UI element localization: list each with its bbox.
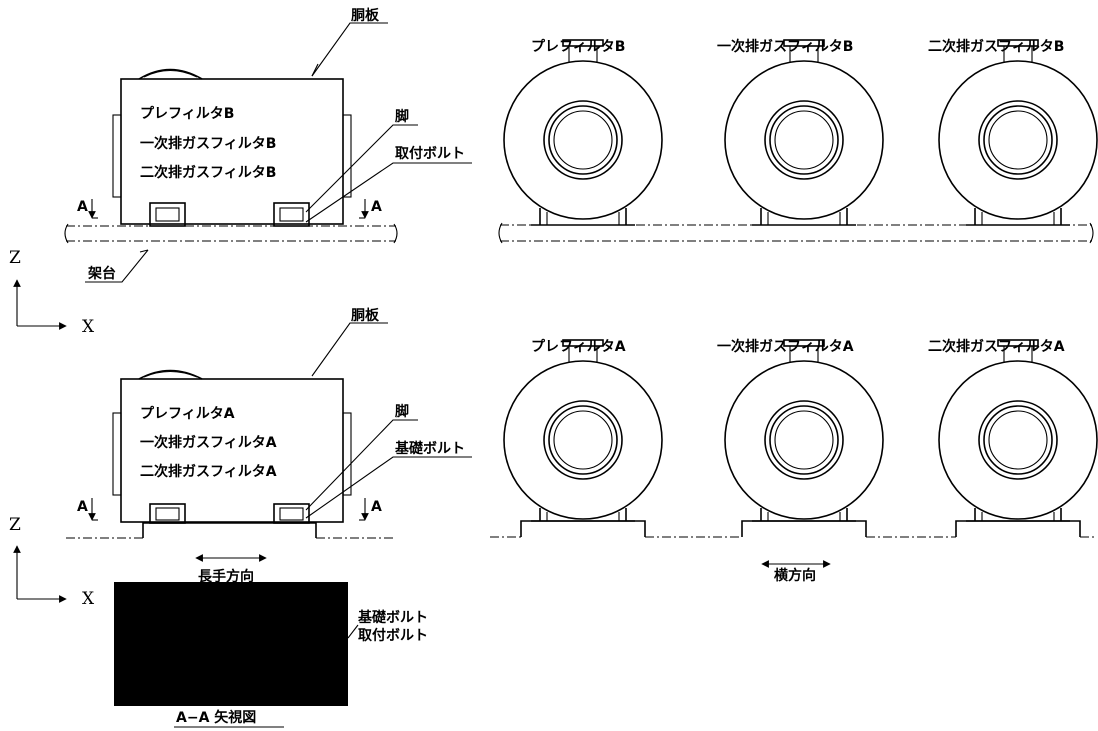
front-views-b [498,222,1094,244]
svg-text:X: X [82,317,95,337]
section-mark-left-b: A [77,199,88,215]
svg-text:Z: Z [9,248,21,268]
front-label-a-2: 一次排ガスフィルタA [717,338,854,355]
side-view-b: 胴板 プレフィルタB 一次排ガスフィルタB 二次排ガスフィルタB 脚 取付ボルト… [64,7,472,283]
side-nozzle-left-a [112,412,122,496]
front-vessel-a-1 [503,339,663,537]
side-nozzle-right-b [342,114,352,198]
section-view-aa: 基礎ボルト 取付ボルト A−A 矢視図 [114,582,428,728]
svg-text:X: X [82,589,95,609]
transverse-label: 横方向 [774,567,816,584]
leg-left-b [149,202,186,227]
side-nozzle-left-b [112,114,122,198]
section-mark-right-a: A [371,499,382,515]
side-view-a: 胴板 プレフィルタA 一次排ガスフィルタA 二次排ガスフィルタA 脚 基礎ボルト… [66,307,472,585]
front-label-a-3: 二次排ガスフィルタA [928,338,1065,355]
section-bolt-label-2: 取付ボルト [358,627,428,644]
front-vessel-a-3 [938,339,1098,537]
axis-triad-2: Z X [9,515,95,609]
section-view-block [114,582,348,706]
frame-label: 架台 [87,265,116,282]
shell-label-a: 胴板 [351,307,380,324]
front-label-b-2: 一次排ガスフィルタB [717,38,853,55]
front-label-b-1: プレフィルタB [531,39,625,55]
body-line-b-3: 二次排ガスフィルタB [140,164,276,181]
leg-label-a: 脚 [395,404,409,420]
svg-text:Z: Z [9,515,21,535]
side-nozzle-right-a [342,412,352,496]
section-mark-left-a: A [77,499,88,515]
foundation-a [142,522,317,538]
front-label-a-1: プレフィルタA [531,339,626,355]
body-line-a-2: 一次排ガスフィルタA [140,434,277,451]
longitudinal-label: 長手方向 [198,568,254,585]
shell-label-b: 胴板 [351,7,380,24]
front-label-b-3: 二次排ガスフィルタB [928,38,1064,55]
axis-triad-1: Z X [9,248,95,337]
body-line-a-1: プレフィルタA [140,406,235,422]
section-mark-right-b: A [371,199,382,215]
bolt-label-b: 取付ボルト [395,145,465,162]
front-vessel-b-3 [938,39,1098,226]
body-line-b-1: プレフィルタB [140,106,234,122]
body-line-b-2: 一次排ガスフィルタB [140,135,276,152]
body-line-a-3: 二次排ガスフィルタA [140,463,277,480]
leg-label-b: 脚 [395,109,409,125]
front-vessel-b-1 [503,39,663,226]
bolt-label-a: 基礎ボルト [395,440,465,457]
front-vessel-b-2 [724,39,884,226]
front-vessel-a-2 [724,339,884,537]
leg-right-b [273,202,310,227]
section-bolt-label-1: 基礎ボルト [358,609,428,626]
section-view-title: A−A 矢視図 [176,709,256,726]
manhole-b [138,68,203,80]
